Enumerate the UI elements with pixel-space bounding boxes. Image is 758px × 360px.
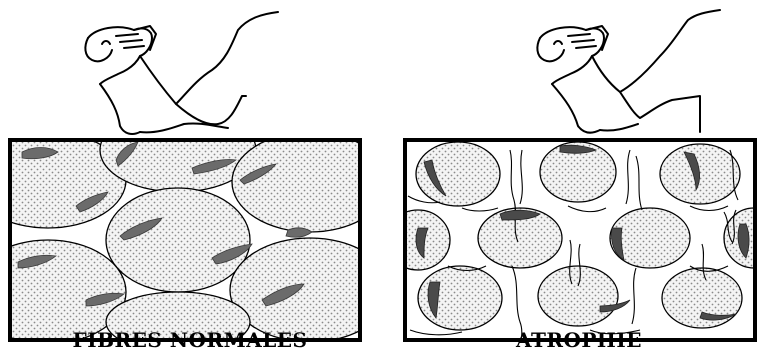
normal-fibers-panel <box>0 108 390 352</box>
atrophy-caption: ATROPHIE <box>400 328 758 352</box>
flexed-arm-icon <box>537 10 720 133</box>
flexed-arm-icon <box>85 12 278 134</box>
normal-fibers-caption: FIBRES NORMALES <box>0 328 380 352</box>
atrophy-fibers-panel <box>386 140 758 340</box>
